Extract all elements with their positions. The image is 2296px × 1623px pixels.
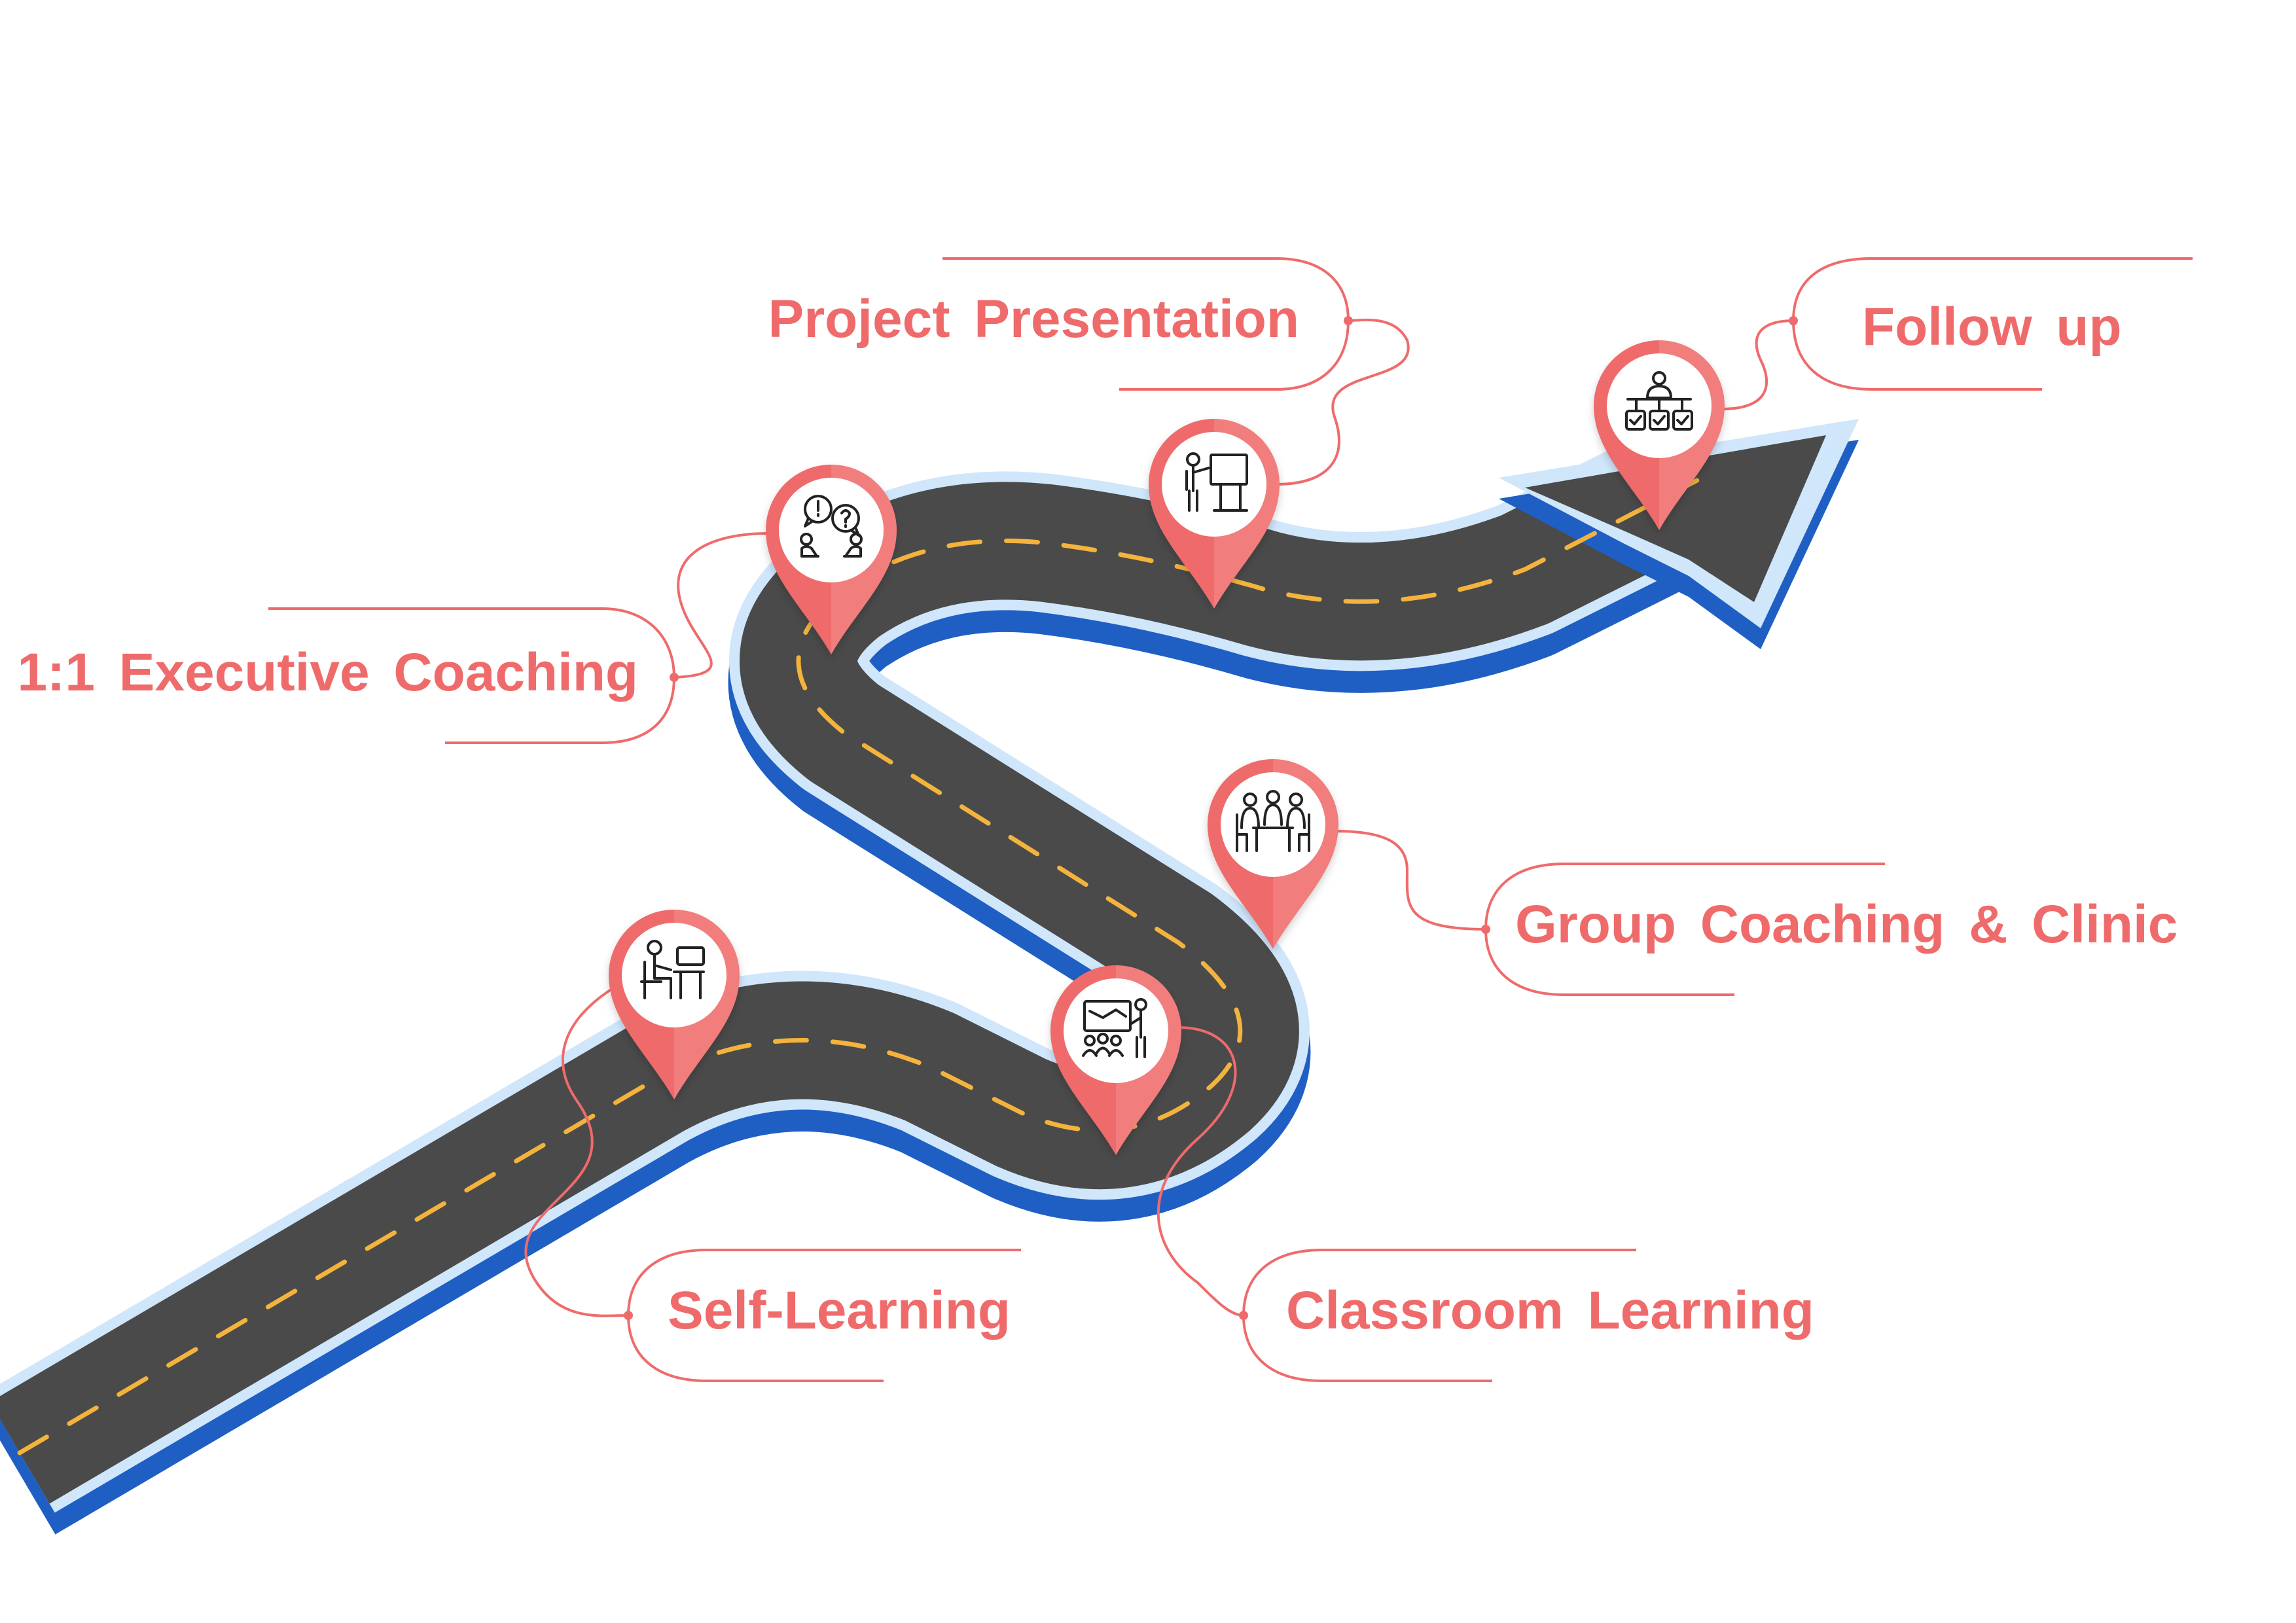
underline-group-bottom <box>1484 929 1734 996</box>
connector-dots <box>624 316 1798 1320</box>
map-pin-project-presentation <box>1149 419 1280 609</box>
underline-self-learning-bottom <box>627 1315 884 1382</box>
connector-executive-coaching <box>673 532 770 679</box>
connector-group-coaching <box>1335 830 1486 931</box>
label-project-presentation: Project Presentation <box>768 289 1299 349</box>
map-pin-self-learning <box>609 910 740 1099</box>
map-pin-classroom-learning <box>1050 965 1181 1155</box>
classroom-presenter-icon <box>1082 998 1147 1058</box>
underline-project-top <box>942 257 1350 321</box>
road <box>0 419 1859 1535</box>
connector-follow-up <box>1721 319 1794 410</box>
label-group-coaching: Group Coaching & Clinic <box>1515 895 2178 954</box>
road-arrow-head <box>1525 435 1826 602</box>
road-lane-markings <box>17 469 1717 1455</box>
presenter-at-board-icon <box>1185 452 1248 512</box>
connector-classroom-learning <box>1157 1026 1244 1317</box>
underline-executive-bottom <box>445 677 675 744</box>
connectors <box>268 257 2193 1382</box>
person-at-desk-icon <box>640 940 705 999</box>
underline-project-bottom <box>1119 320 1350 391</box>
underline-follow-top <box>1792 257 2193 321</box>
underline-group-top <box>1484 863 1885 930</box>
map-pin-executive-coaching <box>766 465 897 654</box>
label-classroom-learning: Classroom Learning <box>1286 1281 1814 1340</box>
underline-self-learning-top <box>627 1249 1021 1316</box>
labels: Self-Learning Classroom Learning Group C… <box>17 289 2178 1340</box>
underline-executive-top <box>268 607 675 678</box>
underline-classroom-bottom <box>1242 1315 1492 1382</box>
two-people-conversation-icon <box>800 495 863 558</box>
underline-follow-bottom <box>1792 320 2042 391</box>
map-pin-follow-up <box>1594 340 1725 530</box>
underline-classroom-top <box>1242 1249 1636 1316</box>
connector-project-presentation <box>1276 318 1410 486</box>
map-pins <box>609 340 1725 1155</box>
checklist-person-icon <box>1625 371 1693 431</box>
label-self-learning: Self-Learning <box>668 1281 1011 1340</box>
label-follow-up: Follow up <box>1862 297 2122 357</box>
connector-self-learning <box>524 961 691 1317</box>
map-pin-group-coaching <box>1208 759 1338 949</box>
group-meeting-table-icon <box>1236 790 1310 852</box>
label-executive-coaching: 1:1 Executive Coaching <box>17 643 638 702</box>
